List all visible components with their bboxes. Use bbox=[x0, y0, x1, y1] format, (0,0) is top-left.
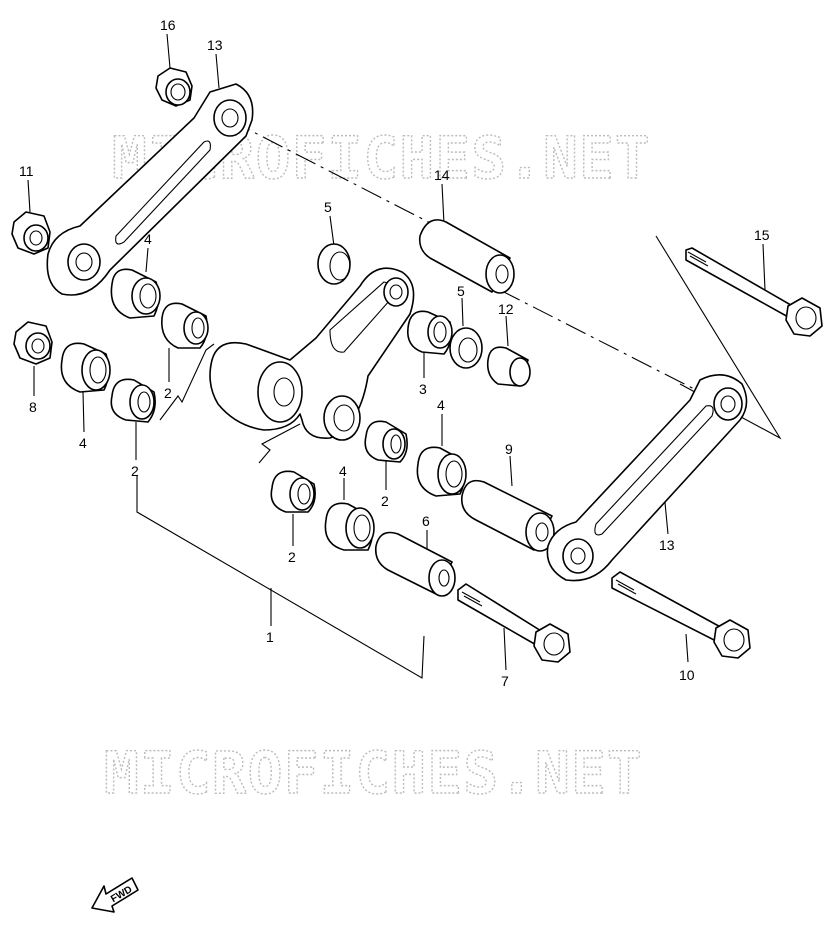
part-15-bolt bbox=[685, 247, 823, 337]
callout-14: 14 bbox=[434, 167, 450, 183]
callout-15: 15 bbox=[754, 227, 770, 243]
part-3-bushing bbox=[406, 310, 453, 355]
watermark-bottom: MICROFICHES.NET bbox=[104, 739, 643, 807]
callout-10: 10 bbox=[679, 667, 695, 683]
part-9-spacer bbox=[460, 479, 555, 552]
callout-16: 16 bbox=[160, 17, 176, 33]
callout-5-right: 5 bbox=[457, 283, 465, 299]
part-2-bushing-left bbox=[110, 378, 156, 423]
callout-labels: 16 13 11 14 15 4 5 5 12 3 8 4 2 2 4 9 2 … bbox=[19, 17, 770, 689]
callout-4-left: 4 bbox=[79, 435, 87, 451]
part-1-cushion-lever bbox=[209, 267, 415, 441]
fwd-arrow-icon: FWD bbox=[91, 877, 139, 913]
callout-7: 7 bbox=[501, 673, 509, 689]
part-5-bearing-upper bbox=[317, 243, 351, 285]
callout-13-upper: 13 bbox=[207, 37, 223, 53]
callout-3: 3 bbox=[419, 381, 427, 397]
part-4-bushing-upper bbox=[110, 268, 161, 319]
callout-12: 12 bbox=[498, 301, 514, 317]
part-4-bushing-lower bbox=[324, 502, 375, 551]
part-8-nut bbox=[13, 321, 53, 365]
part-14-spacer bbox=[418, 219, 515, 294]
part-16-nut bbox=[155, 67, 193, 107]
callout-5-upper: 5 bbox=[324, 199, 332, 215]
part-2-bushing-upper bbox=[161, 302, 209, 349]
part-12-spacer bbox=[486, 346, 531, 387]
part-2-bushing-center-right bbox=[364, 420, 408, 463]
callout-8: 8 bbox=[29, 399, 37, 415]
part-2-bushing-lower bbox=[270, 470, 316, 513]
part-10-bolt bbox=[611, 571, 751, 659]
part-13-upper-link bbox=[46, 83, 254, 296]
callout-11: 11 bbox=[19, 163, 34, 179]
leader-lines bbox=[27, 33, 782, 679]
part-4-bushing-left bbox=[60, 342, 111, 393]
callout-2-lower: 2 bbox=[288, 549, 296, 565]
part-11-nut bbox=[11, 211, 51, 255]
callout-2-upper: 2 bbox=[164, 385, 172, 401]
part-4-bushing-center-right bbox=[416, 446, 467, 497]
callout-2-center-right: 2 bbox=[381, 493, 389, 509]
part-6-spacer bbox=[374, 531, 456, 597]
callout-4-upper: 4 bbox=[144, 231, 152, 247]
part-5-bearing-right bbox=[449, 327, 483, 369]
part-13-lower-link bbox=[546, 374, 748, 582]
callout-2-left: 2 bbox=[131, 463, 139, 479]
callout-4-lower: 4 bbox=[339, 463, 347, 479]
callout-4-center-right: 4 bbox=[437, 397, 445, 413]
callout-1: 1 bbox=[266, 629, 274, 645]
callout-6: 6 bbox=[422, 513, 430, 529]
callout-13-lower: 13 bbox=[659, 537, 675, 553]
part-7-bolt bbox=[457, 583, 571, 663]
callout-9: 9 bbox=[505, 441, 513, 457]
fwd-label: FWD bbox=[109, 884, 134, 905]
